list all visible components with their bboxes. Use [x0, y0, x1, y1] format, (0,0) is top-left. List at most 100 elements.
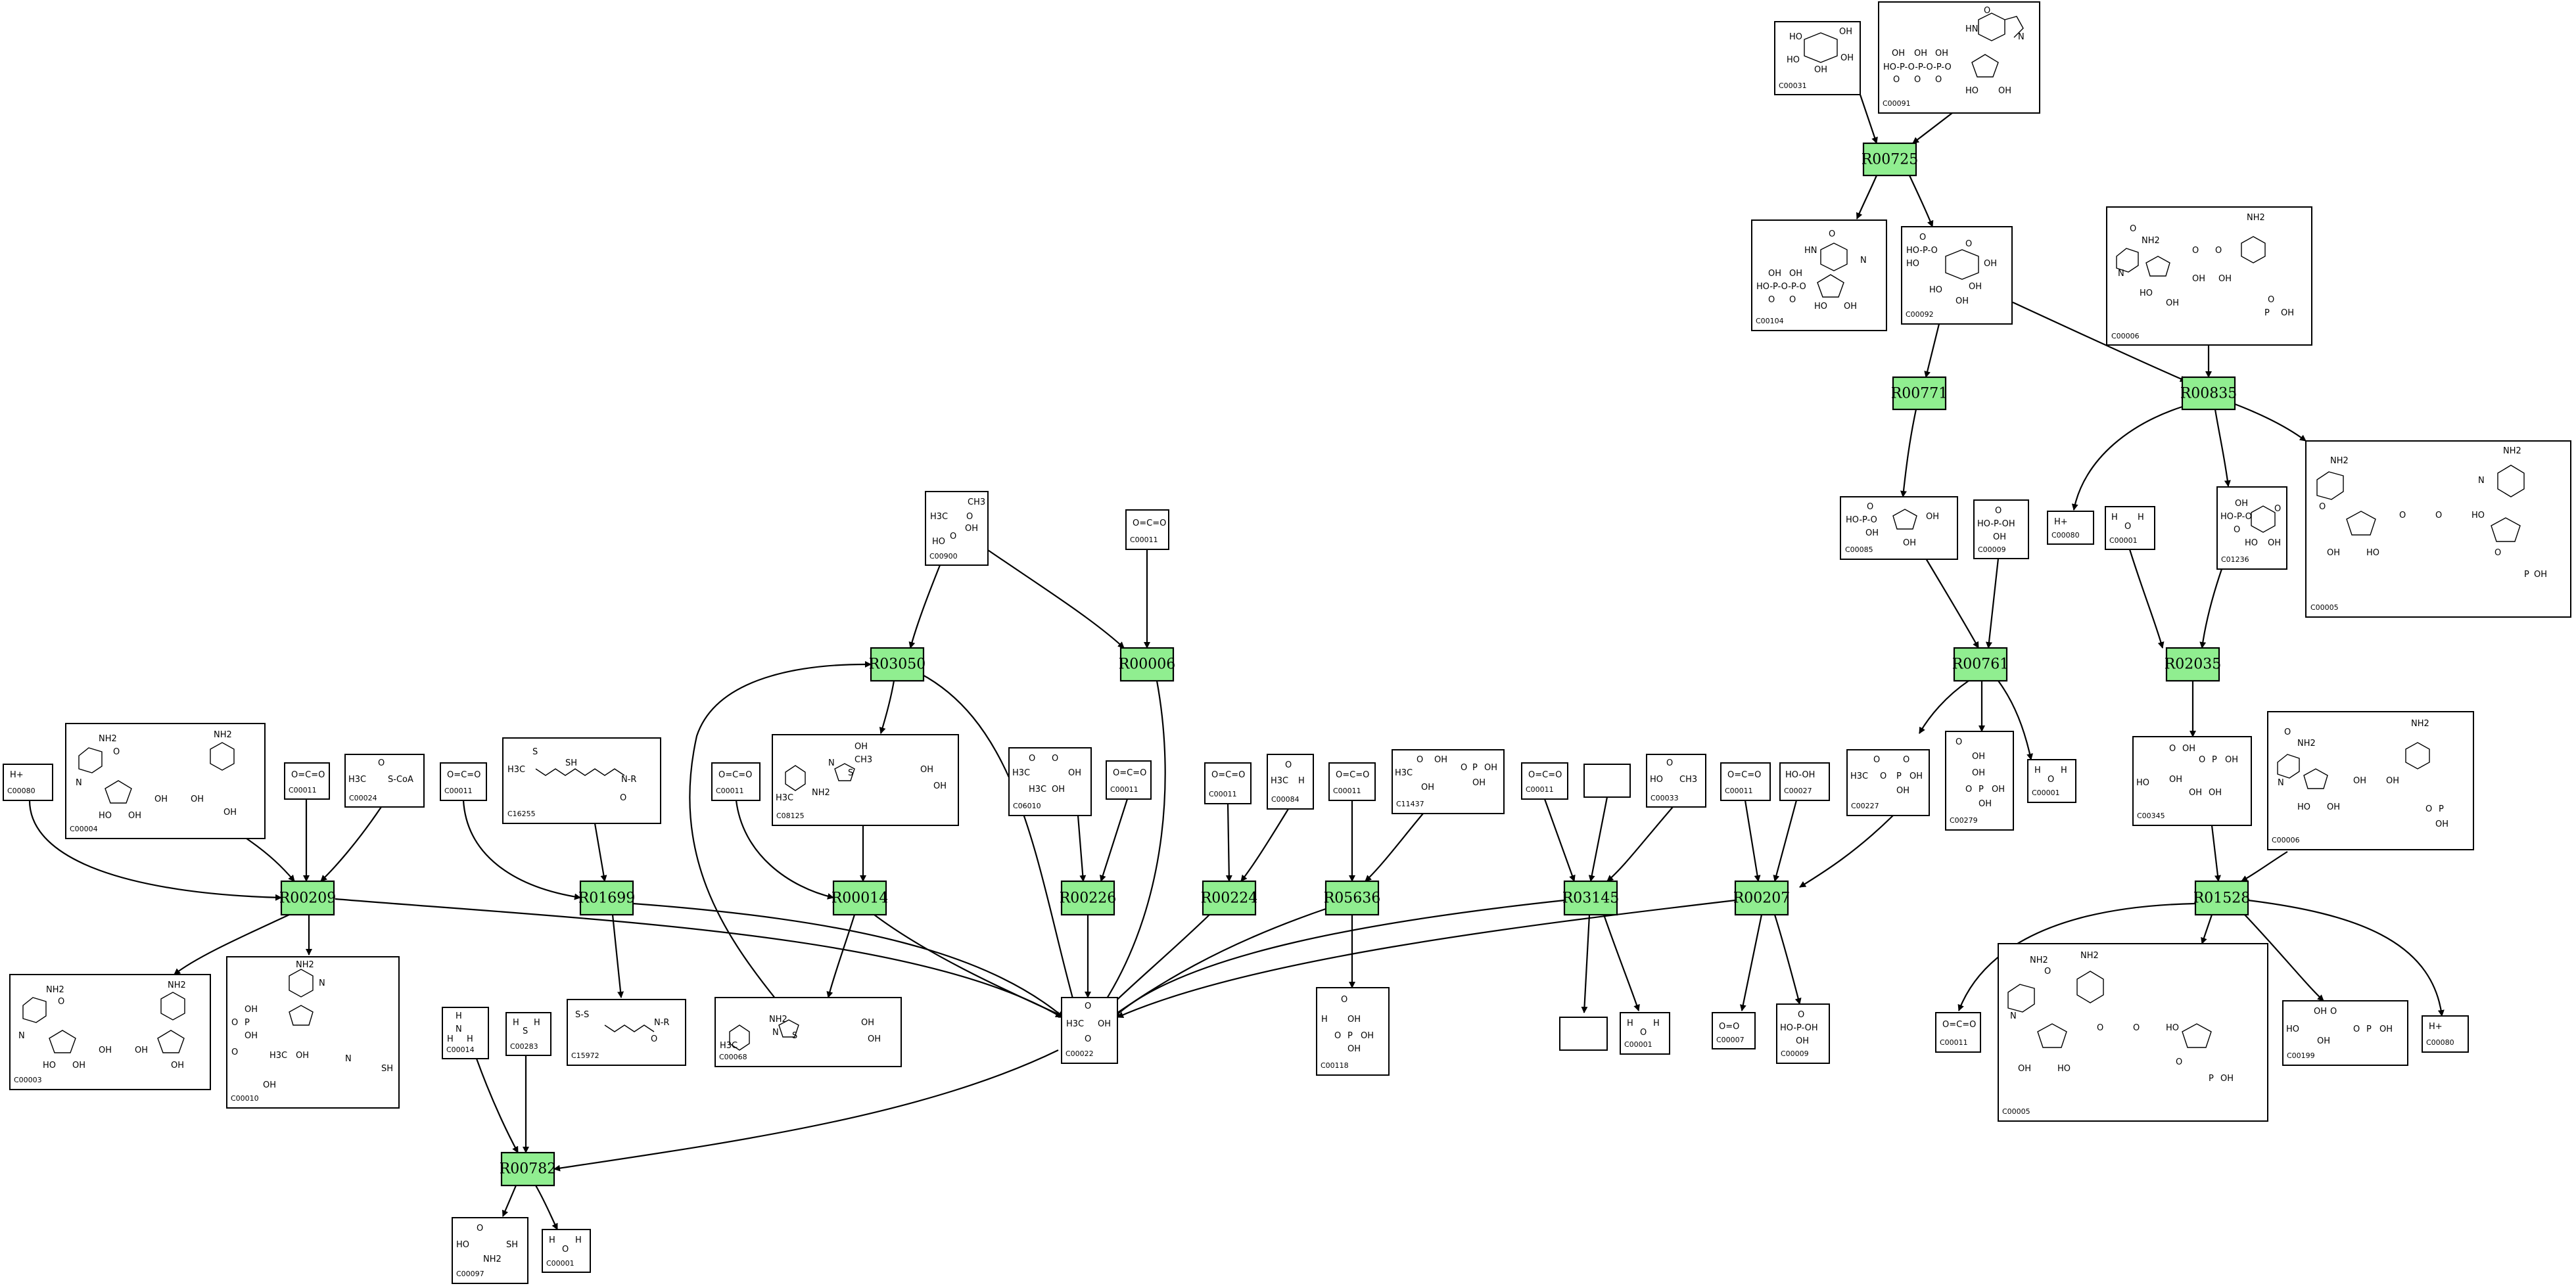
compound-c00011-low[interactable]: O=C=O C00011: [1935, 1012, 1981, 1053]
compound-c00004[interactable]: NH2 O NH2 N OH OH HO OH OH C00004: [65, 723, 266, 839]
reaction-r00771[interactable]: R00771: [1891, 376, 1948, 411]
svg-text:R00761: R00761: [1952, 656, 2009, 673]
svg-text:OH: OH: [1979, 799, 1992, 809]
compound-c16255[interactable]: S SH H3C N-R O C16255: [502, 737, 661, 824]
reaction-r00782[interactable]: R00782: [500, 1151, 557, 1187]
compound-c00283[interactable]: H S H C00283: [505, 1012, 551, 1056]
compound-id: C00283: [510, 1042, 538, 1051]
compound-c00091[interactable]: O HN N OH OH OH HO-P-O-P-O-P-O O O O HO …: [1878, 1, 2040, 114]
compound-c00011-h[interactable]: O=C=O C00011: [1720, 762, 1771, 801]
reaction-r00761[interactable]: R00761: [1952, 647, 2009, 682]
svg-text:O: O: [231, 1047, 238, 1057]
compound-c00001-bottom[interactable]: H O H C00001: [542, 1229, 591, 1273]
compound-c06010[interactable]: O O H3C OH H3C OH C06010: [1008, 747, 1092, 816]
compound-c00009-top[interactable]: O HO-P-OH OH C00009: [1973, 499, 2029, 559]
compound-id: C00005: [2310, 603, 2339, 612]
compound-c00005-low[interactable]: NH2 O NH2 N O O HO OH HO O P OH C00005: [1998, 943, 2268, 1122]
compound-c00011-a[interactable]: O=C=O C00011: [284, 762, 330, 800]
edge-r01699-c15972: [611, 914, 624, 998]
compound-c00006-mid[interactable]: O NH2 NH2 N OH OH HO OH O P OH C00006: [2267, 711, 2474, 850]
svg-text:O: O: [113, 747, 120, 757]
compound-unlabeled-low[interactable]: [1559, 1017, 1608, 1051]
compound-c00010[interactable]: NH2 N OH O P OH O H3C OH N SH OH C00010: [226, 956, 400, 1109]
compound-c00027[interactable]: HO-OH C00027: [1779, 762, 1830, 801]
reaction-r00226[interactable]: R00226: [1060, 880, 1117, 916]
compound-c00011-f[interactable]: O=C=O C00011: [1328, 762, 1376, 801]
compound-id: C00085: [1845, 545, 1873, 554]
reaction-r00209[interactable]: R00209: [279, 880, 337, 916]
svg-text:OH: OH: [1814, 65, 1827, 75]
compound-c00345[interactable]: O OH O P OH HO OH OH OH C00345: [2132, 736, 2252, 826]
compound-c15972[interactable]: S-S N-R O C15972: [567, 999, 686, 1066]
compound-c00080-left[interactable]: H+ C00080: [3, 764, 53, 801]
reaction-r00207[interactable]: R00207: [1733, 880, 1791, 916]
compound-c00031[interactable]: HO OH OH OH HO C00031: [1774, 21, 1861, 95]
compound-id: C00003: [14, 1076, 42, 1084]
compound-c01236[interactable]: OH HO-P-O O O HO OH C01236: [2216, 486, 2287, 570]
compound-c00097[interactable]: O HO SH NH2 C00097: [452, 1217, 528, 1284]
compound-c00009-low[interactable]: O HO-P-OH OH C00009: [1776, 1003, 1830, 1064]
compound-c00005-top[interactable]: NH2 NH2 N O O O HO OH HO O P OH C00005: [2305, 440, 2571, 618]
reaction-r00725[interactable]: R00725: [1862, 142, 1919, 177]
compound-c00003[interactable]: NH2 O NH2 N OH OH HO OH OH C00003: [9, 974, 211, 1090]
compound-c00011-c[interactable]: O=C=O C00011: [711, 762, 761, 801]
reaction-r05636[interactable]: R05636: [1324, 880, 1381, 916]
compound-c00068[interactable]: NH2 N S H3C OH OH C00068: [714, 997, 902, 1067]
compound-c08125[interactable]: OH CH3 N S H3C NH2 OH OH C08125: [772, 734, 959, 826]
compound-c00022[interactable]: O H3C OH O C00022: [1061, 997, 1118, 1064]
compound-c00033[interactable]: O HO CH3 C00033: [1646, 754, 1706, 808]
svg-text:O: O: [1461, 763, 1467, 773]
compound-c00001-mid[interactable]: H O H C00001: [2027, 759, 2076, 803]
svg-text:P: P: [245, 1018, 250, 1028]
reaction-r00014[interactable]: R00014: [831, 880, 889, 916]
svg-text:H3C: H3C: [720, 1041, 738, 1051]
edge-r00782-c00097: [502, 1185, 517, 1217]
reaction-r01699[interactable]: R01699: [578, 880, 636, 916]
compound-c00199[interactable]: OH O HO OH O P OH C00199: [2282, 1000, 2408, 1066]
compound-unlabeled-mid[interactable]: [1583, 764, 1631, 798]
compound-c00011-e[interactable]: O=C=O C00011: [1204, 762, 1252, 804]
compound-c00085[interactable]: O HO-P-O OH OH OH C00085: [1840, 496, 1958, 560]
reaction-r03145[interactable]: R03145: [1562, 880, 1620, 916]
svg-text:O: O: [1341, 995, 1347, 1005]
reaction-r00006[interactable]: R00006: [1119, 647, 1176, 682]
compound-c00118[interactable]: O H OH O P OH OH C00118: [1316, 987, 1390, 1076]
svg-text:O: O: [231, 1018, 238, 1028]
reaction-r02035[interactable]: R02035: [2165, 647, 2222, 682]
svg-text:HN: HN: [1804, 246, 1817, 256]
svg-text:R03145: R03145: [1562, 890, 1620, 907]
edge-c00345-r01528: [2211, 825, 2221, 882]
svg-text:O=C=O: O=C=O: [1727, 770, 1761, 780]
reaction-r01528[interactable]: R01528: [2193, 880, 2251, 916]
compound-c00080-low[interactable]: H+ C00080: [2422, 1015, 2469, 1053]
svg-text:OH: OH: [1926, 512, 1939, 522]
svg-text:H: H: [467, 1034, 473, 1044]
svg-text:O: O: [1798, 1010, 1804, 1020]
svg-text:O=O: O=O: [1719, 1022, 1739, 1032]
compound-c00014[interactable]: H N H H C00014: [442, 1007, 489, 1059]
compound-c00092[interactable]: O HO-P-O HO O OH HO OH OH C00092: [1901, 226, 2013, 325]
compound-c00011-g[interactable]: O=C=O C00011: [1521, 762, 1568, 800]
edge-c06010-r00226: [1077, 815, 1087, 882]
compound-c00900[interactable]: CH3 H3C O OH HO O C00900: [925, 491, 989, 566]
compound-c00007[interactable]: O=O C00007: [1712, 1012, 1756, 1049]
compound-c00104[interactable]: O HN N OH OH HO-P-O-P-O O O HO OH C00104: [1751, 219, 1887, 331]
edge-c00092-r00771: [1924, 323, 1940, 378]
compound-c00001-top[interactable]: H O H C00001: [2105, 506, 2155, 550]
compound-c00011-top[interactable]: O=C=O C00011: [1125, 509, 1169, 550]
compound-c00080-top[interactable]: H+ C00080: [2047, 511, 2094, 545]
reaction-r03050[interactable]: R03050: [869, 647, 926, 682]
compound-c00024[interactable]: O H3C S-CoA C00024: [344, 754, 425, 808]
compound-c00011-d[interactable]: O=C=O C00011: [1106, 760, 1152, 800]
compound-c00084[interactable]: O H3C H C00084: [1267, 754, 1314, 810]
compound-c00227[interactable]: O O H3C O P OH OH C00227: [1846, 749, 1930, 816]
compound-c00279[interactable]: O OH OH O P OH OH C00279: [1945, 731, 2014, 831]
svg-text:P: P: [2366, 1024, 2372, 1034]
reaction-r00224[interactable]: R00224: [1201, 880, 1258, 916]
compound-c00001-low[interactable]: H O H C00001: [1620, 1012, 1670, 1055]
compound-c00011-b[interactable]: O=C=O C00011: [440, 762, 487, 801]
reaction-r00835[interactable]: R00835: [2180, 376, 2237, 411]
compound-c00006-top[interactable]: O NH2 NH2 N O O OH OH HO OH O P OH C0000…: [2106, 206, 2312, 346]
compound-c11437[interactable]: O OH H3C O P OH OH OH C11437: [1392, 749, 1505, 814]
svg-text:O: O: [1029, 754, 1035, 764]
